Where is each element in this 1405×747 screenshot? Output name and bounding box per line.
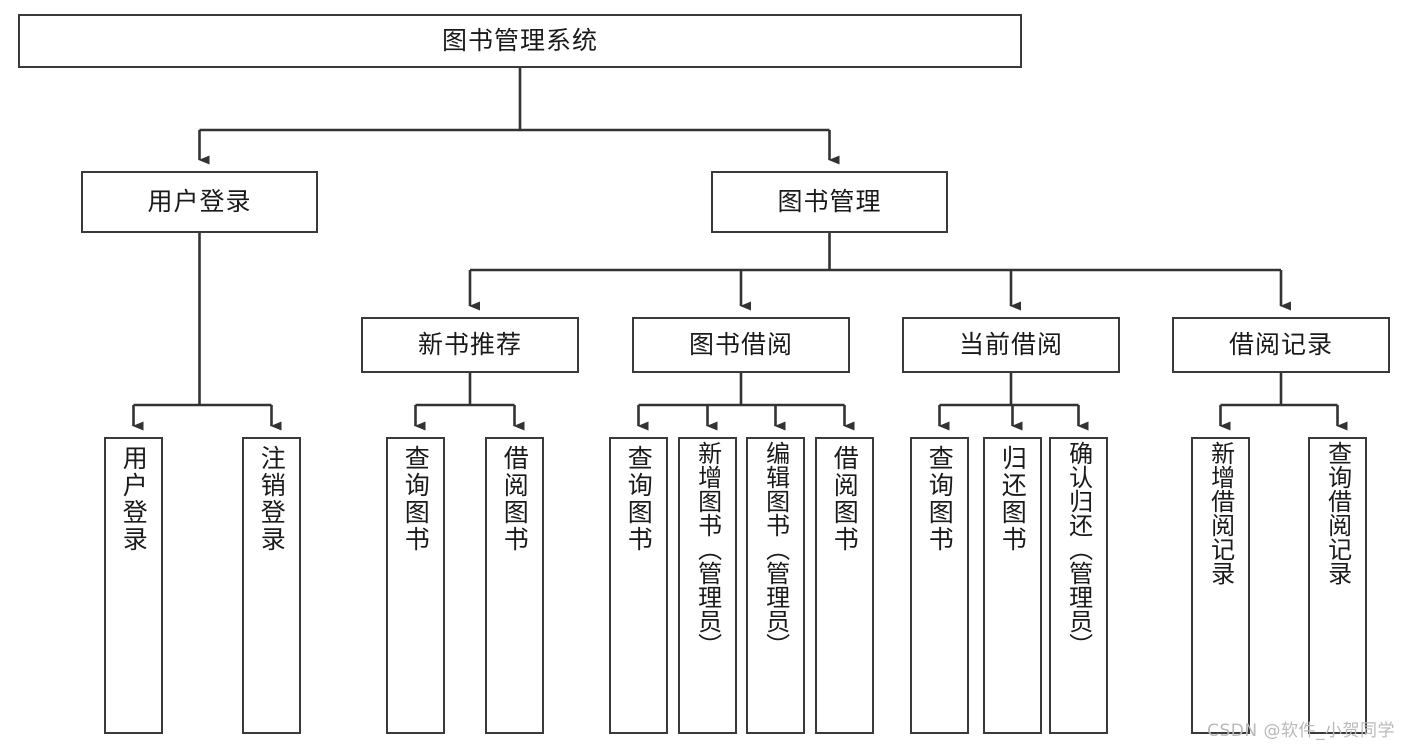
node-l_bo_edit[interactable]: 编辑图书（管理员）: [746, 437, 805, 734]
node-label: 图书管理系统: [441, 25, 598, 55]
node-l_bo_add[interactable]: 新增图书（管理员）: [678, 437, 737, 734]
node-label: 查询图书: [624, 445, 654, 553]
node-l_bo_lend[interactable]: 借阅图书: [815, 437, 874, 734]
node-l_logout[interactable]: 注销登录: [242, 437, 301, 734]
node-current[interactable]: 当前借阅: [902, 317, 1120, 373]
node-records[interactable]: 借阅记录: [1172, 317, 1390, 373]
watermark-label: CSDN @软件_小贺同学: [1207, 721, 1395, 741]
node-login[interactable]: 用户登录: [81, 171, 318, 233]
node-label: 归还图书: [998, 445, 1028, 553]
node-label: 用户登录: [147, 186, 252, 216]
node-l_cu_query[interactable]: 查询图书: [910, 437, 969, 734]
node-label: 图书管理: [777, 186, 882, 216]
node-label: 借阅记录: [1228, 329, 1333, 359]
node-label: 查询图书: [925, 445, 955, 553]
node-l_bo_query[interactable]: 查询图书: [609, 437, 668, 734]
node-borrow[interactable]: 图书借阅: [632, 317, 850, 373]
node-label: 借阅图书: [500, 445, 530, 553]
node-l_login[interactable]: 用户登录: [104, 437, 163, 734]
node-l_cu_confirm[interactable]: 确认归还（管理员）: [1049, 437, 1108, 734]
node-l_nb_query[interactable]: 查询图书: [386, 437, 445, 734]
node-label: 查询借阅记录: [1323, 441, 1352, 585]
node-label: 借阅图书: [830, 445, 860, 553]
node-label: 用户登录: [119, 445, 149, 553]
node-l_nb_borrow[interactable]: 借阅图书: [485, 437, 544, 734]
node-label: 图书借阅: [688, 329, 793, 359]
node-label: 新书推荐: [417, 329, 522, 359]
node-label: 确认归还（管理员）: [1064, 441, 1093, 657]
node-label: 注销登录: [257, 445, 287, 553]
node-root[interactable]: 图书管理系统: [18, 14, 1022, 68]
node-label: 查询图书: [401, 445, 431, 553]
node-bookmgmt[interactable]: 图书管理: [711, 171, 948, 233]
node-label: 编辑图书（管理员）: [761, 441, 790, 657]
node-l_re_query[interactable]: 查询借阅记录: [1308, 437, 1367, 734]
node-label: 新增借阅记录: [1206, 441, 1235, 585]
node-label: 新增图书（管理员）: [693, 441, 722, 657]
node-newbook[interactable]: 新书推荐: [361, 317, 579, 373]
node-l_re_add[interactable]: 新增借阅记录: [1191, 437, 1250, 734]
node-l_cu_return[interactable]: 归还图书: [983, 437, 1042, 734]
node-label: 当前借阅: [958, 329, 1063, 359]
